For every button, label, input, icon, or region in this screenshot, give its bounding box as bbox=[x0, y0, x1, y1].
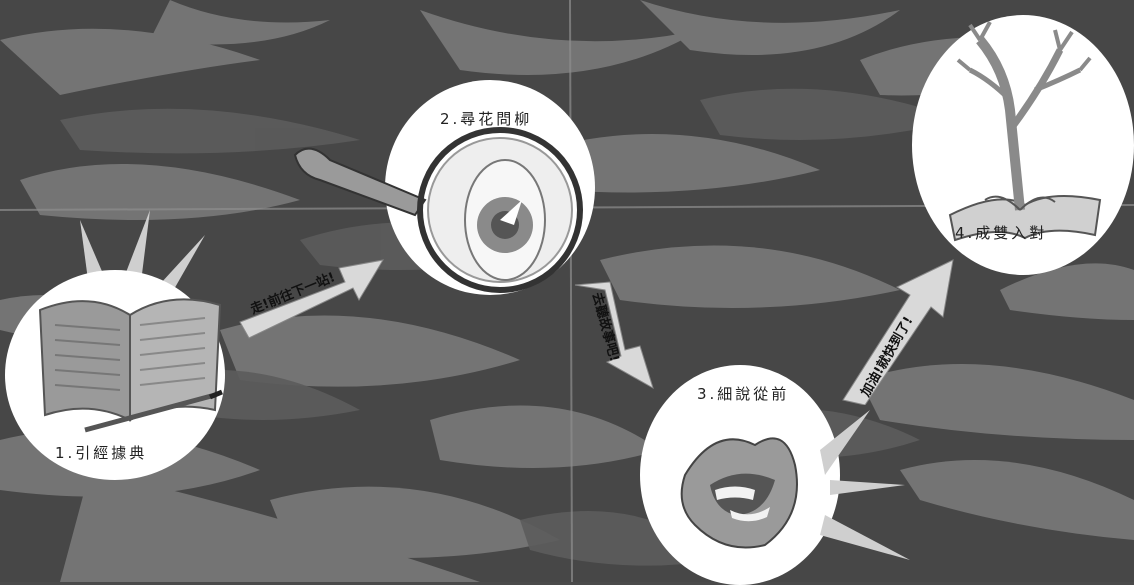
step-4[interactable]: 4.成雙入對 bbox=[910, 10, 1134, 275]
step-4-label: 4.成雙入對 bbox=[955, 222, 1047, 243]
open-book-icon bbox=[30, 290, 230, 440]
arrow-to-step-4[interactable]: 加油!就快到了! bbox=[835, 255, 960, 405]
step-1-label: 1.引經據典 bbox=[55, 442, 147, 463]
step-3-label: 3.細說從前 bbox=[697, 383, 789, 404]
step-1[interactable]: 1.引經據典 bbox=[0, 210, 240, 490]
step-2[interactable]: 2.尋花問柳 bbox=[290, 80, 600, 310]
step-2-label: 2.尋花問柳 bbox=[440, 108, 532, 129]
